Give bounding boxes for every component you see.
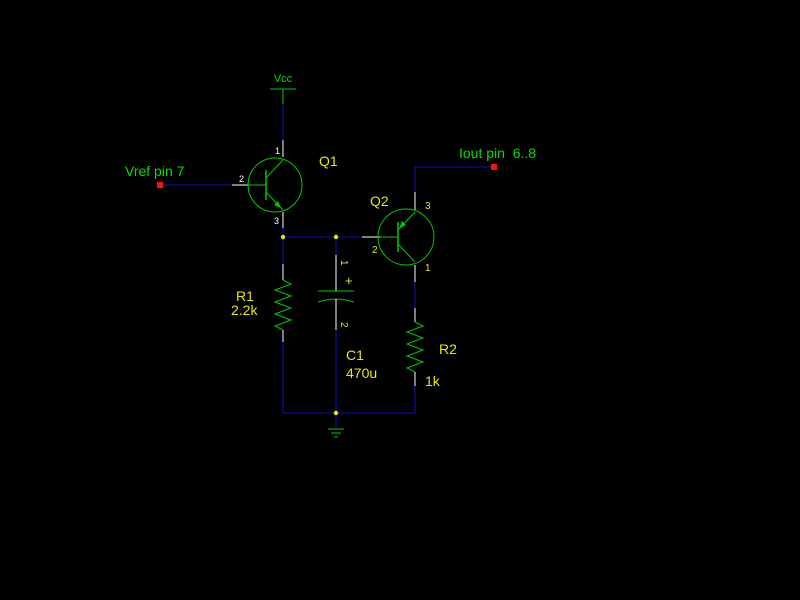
q2-pin-base: 2 (372, 245, 378, 256)
r2-designator: R2 (439, 341, 457, 357)
c1-pin-2: 2 (338, 322, 349, 328)
port-iout[interactable]: Iout pin 6..8 (459, 145, 536, 170)
r1-designator: R1 (236, 288, 254, 304)
ground-icon[interactable] (328, 428, 344, 438)
wires (160, 104, 494, 428)
resistor-r2[interactable]: R2 1k (405, 308, 457, 389)
vref-port-marker[interactable] (157, 182, 163, 188)
q1-pin-emitter: 3 (274, 216, 279, 226)
capacitor-c1[interactable]: + 1 2 C1 470u (317, 255, 377, 381)
r2-zigzag (405, 321, 425, 373)
junction-dot-ground[interactable] (333, 410, 339, 416)
q2-body-circle (377, 208, 435, 266)
junction-dot-c1-q2-base[interactable] (333, 234, 339, 240)
q2-pin-collector: 3 (425, 201, 431, 212)
q2-pin-emitter: 1 (425, 263, 431, 274)
port-vref[interactable]: Vref pin 7 (125, 163, 185, 188)
q1-pin-collector: 1 (275, 146, 280, 156)
c1-value: 470u (346, 365, 377, 381)
transistor-q1[interactable]: Q1 1 2 3 (232, 140, 338, 228)
junctions (280, 234, 339, 416)
q2-emitter-lead (397, 243, 416, 263)
junction-dot-emitter-r1[interactable] (280, 234, 286, 240)
r1-zigzag (273, 279, 293, 331)
transistor-q2[interactable]: Q2 3 2 1 (362, 192, 435, 282)
q1-emitter-arrow (274, 201, 281, 208)
iout-port-marker[interactable] (491, 164, 497, 170)
r2-value: 1k (425, 373, 441, 389)
vcc-label: Vcc (274, 73, 293, 85)
q2-collector-arrow (399, 221, 406, 229)
q1-pin-base: 2 (239, 174, 244, 184)
c1-designator: C1 (346, 347, 364, 363)
iout-port-label: Iout pin 6..8 (459, 145, 536, 161)
vref-port-label: Vref pin 7 (125, 163, 185, 179)
resistor-r1[interactable]: R1 2.2k (231, 264, 293, 342)
vcc-power-symbol[interactable]: Vcc (270, 73, 296, 104)
r1-value: 2.2k (231, 302, 258, 318)
c1-pin-1: 1 (338, 260, 349, 266)
q2-designator: Q2 (370, 193, 389, 209)
c1-polarity-mark: + (345, 273, 353, 288)
q1-designator: Q1 (319, 153, 338, 169)
q1-collector-lead (265, 159, 284, 179)
